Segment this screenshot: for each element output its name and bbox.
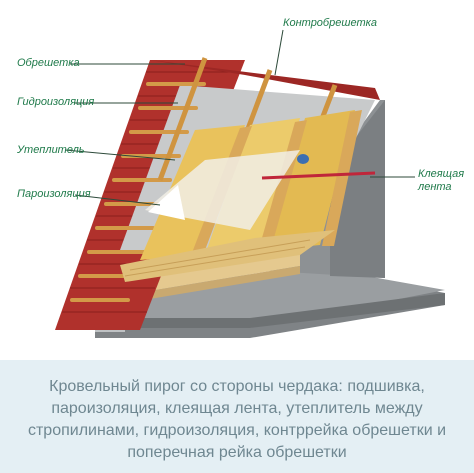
vapor-barrier [145,150,300,230]
insulation-block-3 [270,110,355,250]
label-adhesive-tape-line1: Клеящая [418,168,465,180]
floor-slab-top [95,266,445,328]
label-vapor-barrier: Пароизоляция [17,188,91,200]
label-insulation: Утеплитель [17,144,85,156]
label-adhesive-tape-line2: лента [418,181,452,193]
rafter-3 [322,110,362,246]
gable-wall-shade [330,100,385,278]
label-waterproofing: Гидроизоляция [17,96,95,108]
caption-panel: Кровельный пирог со стороны чердака: под… [0,360,474,473]
roof-illustration: Контробрешетка Обрешетка Гидроизоляция У… [17,17,465,338]
ceiling-boards [120,230,335,282]
adhesive-tape [261,171,376,180]
label-battens: Обрешетка [17,57,80,69]
roof-cutaway-drawing [55,29,445,338]
floor-slab-front [95,293,445,328]
pipe-vent [297,154,309,164]
vapor-barrier-fold [148,185,185,220]
label-counter-batten: Контробрешетка [283,17,377,29]
caption-text: Кровельный пирог со стороны чердака: под… [27,378,447,461]
